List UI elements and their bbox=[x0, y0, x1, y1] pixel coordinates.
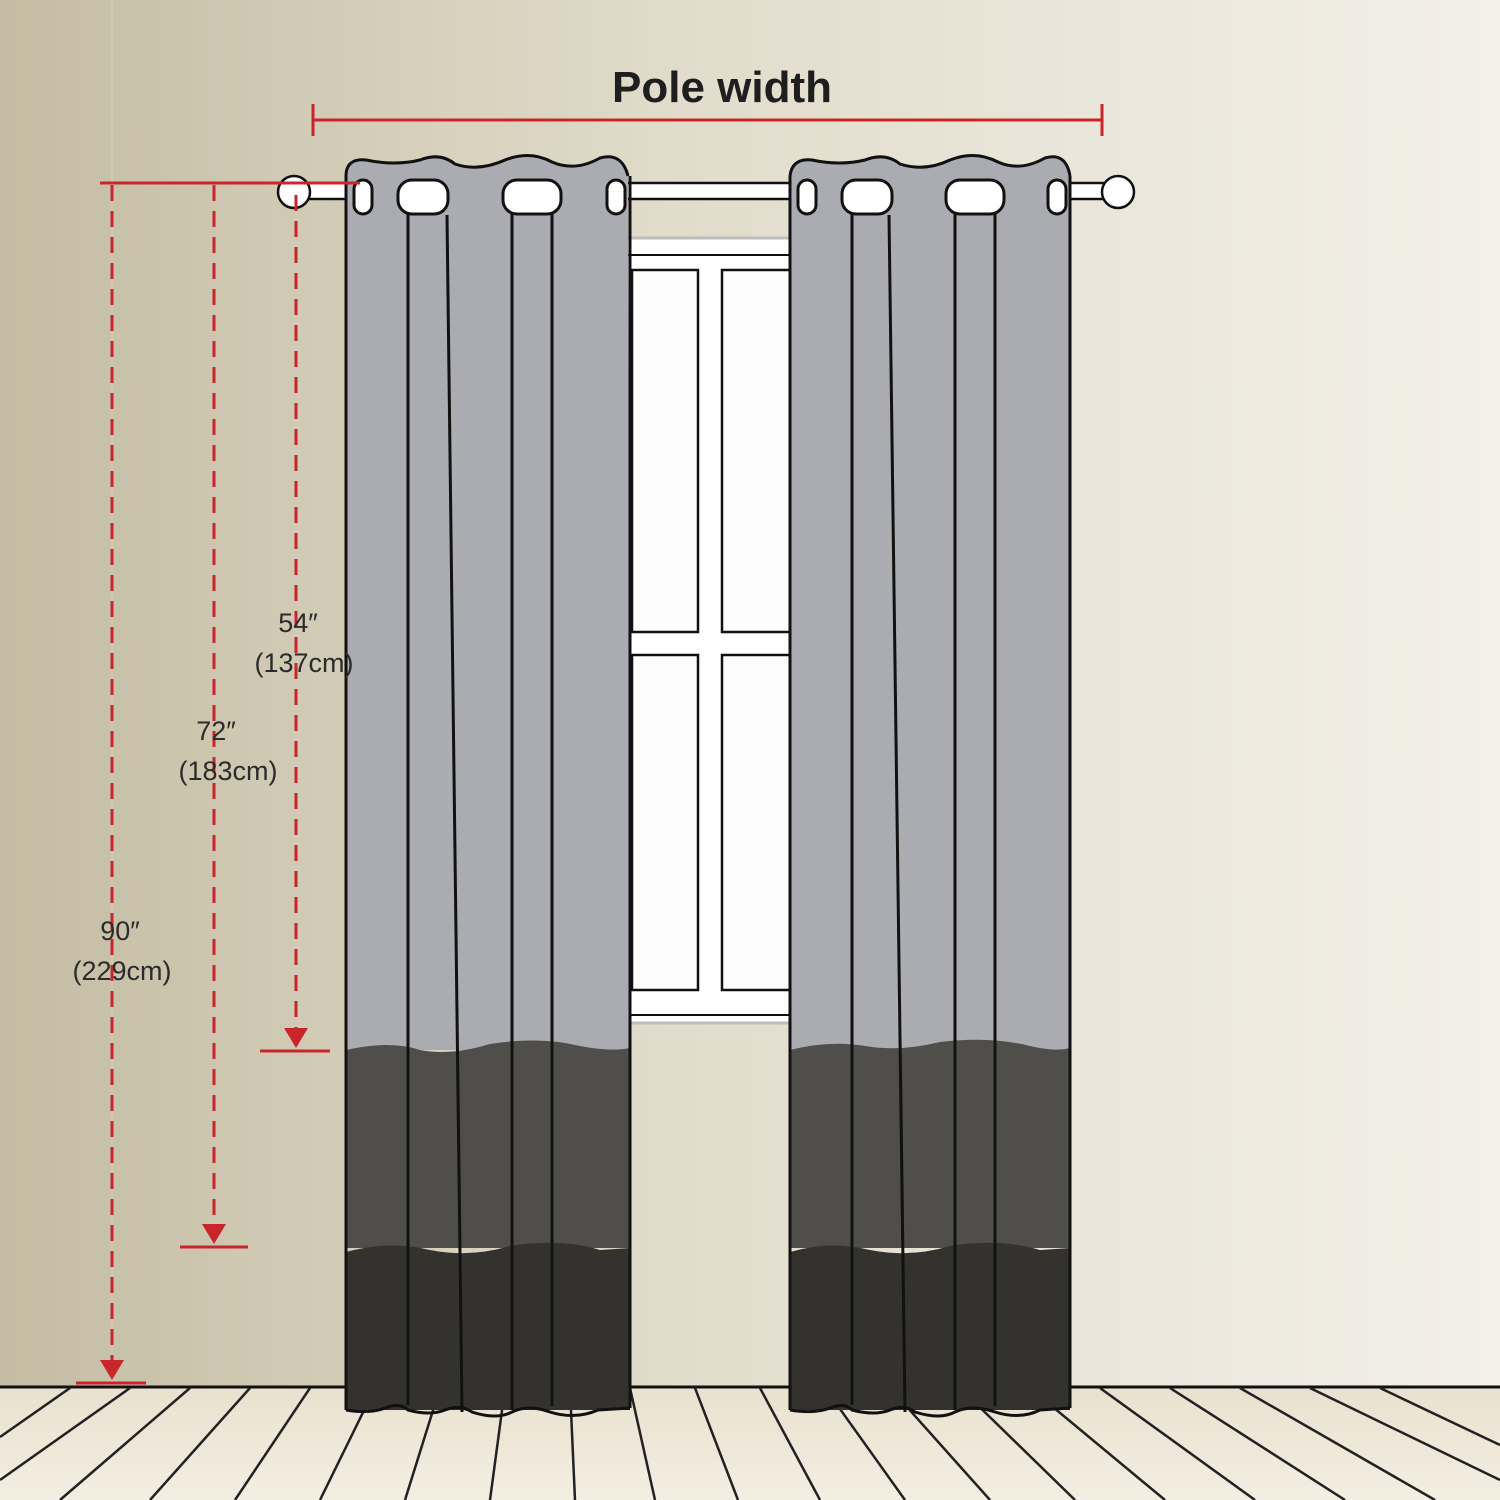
drop-90-dimension bbox=[76, 185, 146, 1385]
drop-90-cm: (229cm) bbox=[72, 956, 171, 986]
pole-width-dimension bbox=[311, 104, 1104, 136]
window bbox=[616, 236, 805, 1025]
curtain-panel-left bbox=[344, 154, 632, 1418]
pole-width-label: Pole width bbox=[612, 63, 832, 112]
window-pane-bottom-right bbox=[720, 653, 794, 992]
drop-90-arrow bbox=[100, 1360, 124, 1380]
drop-90-inches: 90″ bbox=[100, 916, 140, 946]
drop-72-arrow bbox=[202, 1224, 226, 1244]
drop-72-dimension bbox=[180, 185, 248, 1249]
drop-72-inches: 72″ bbox=[196, 716, 236, 746]
drop-54-arrow bbox=[284, 1028, 308, 1048]
rod-finial-right bbox=[1100, 174, 1136, 210]
window-pane-top-left bbox=[630, 268, 700, 634]
grommets-left bbox=[352, 178, 627, 216]
curtain-panel-right bbox=[788, 154, 1072, 1418]
window-pane-bottom-left bbox=[630, 653, 700, 992]
grommets-right bbox=[796, 178, 1068, 216]
floorboards bbox=[0, 1385, 1500, 1500]
drop-72-cm: (183cm) bbox=[178, 756, 277, 786]
drop-54-cm: (137cm) bbox=[254, 648, 353, 678]
drop-54-inches: 54″ bbox=[278, 608, 318, 638]
window-pane-top-right bbox=[720, 268, 794, 634]
rod-finial-left bbox=[276, 174, 312, 210]
drop-54-dimension bbox=[260, 195, 330, 1053]
